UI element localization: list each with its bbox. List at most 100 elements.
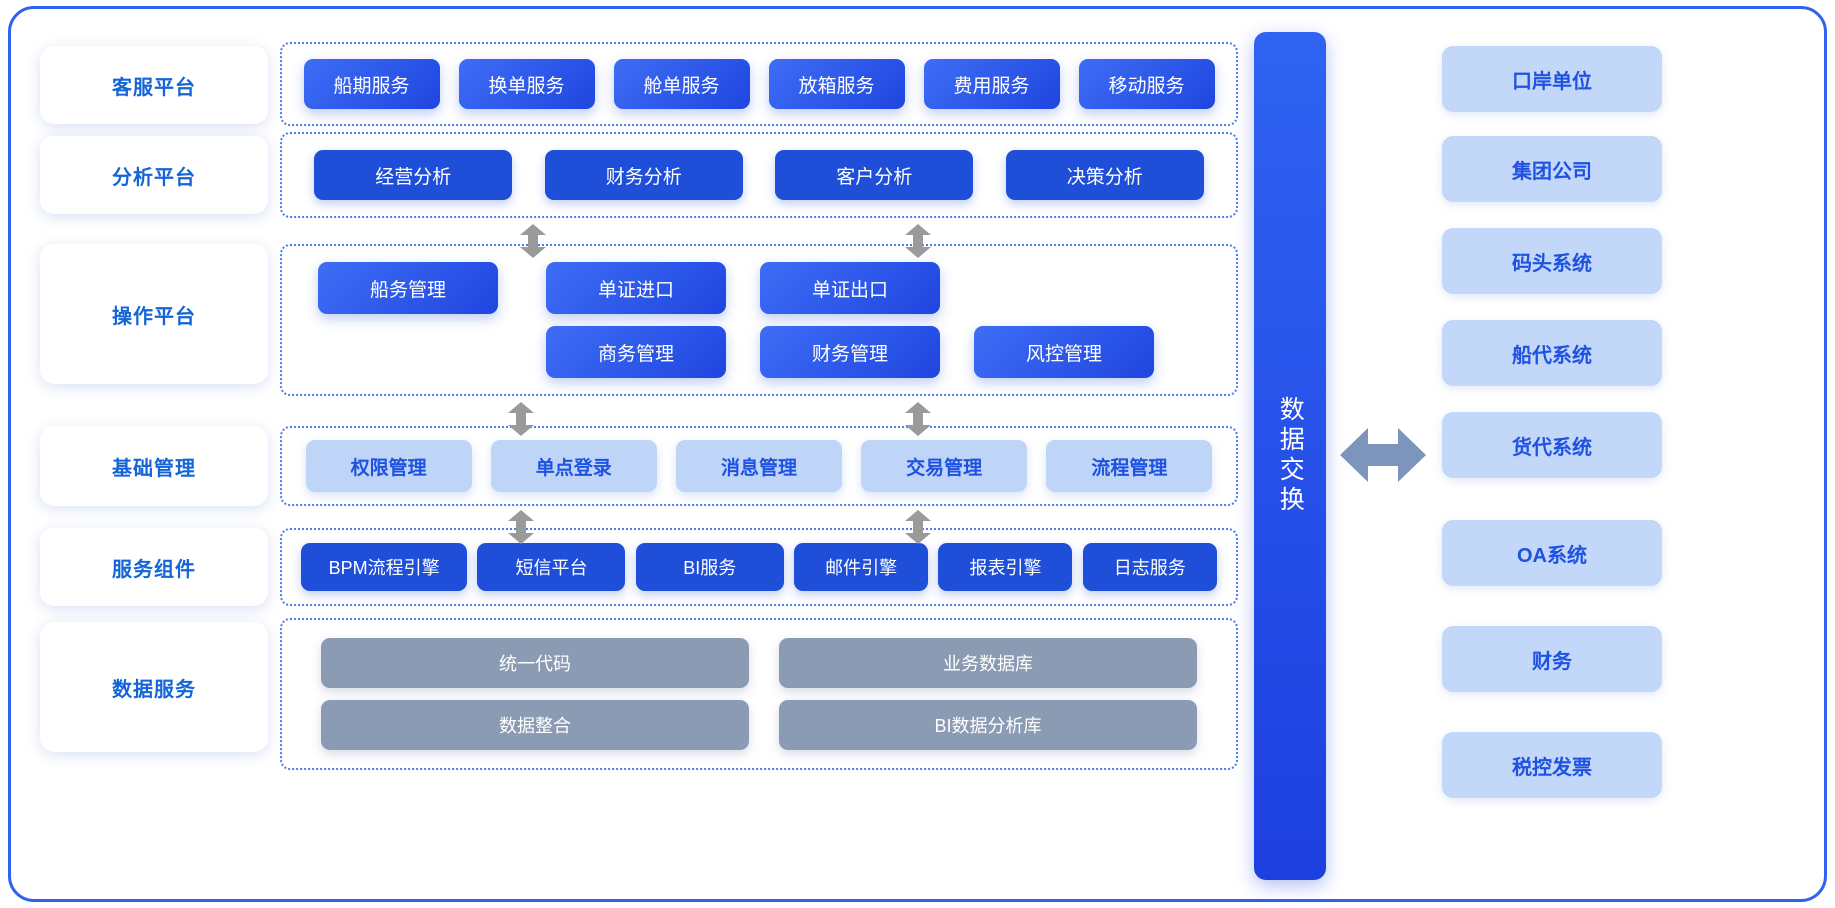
external-item-label: 货代系统	[1512, 436, 1592, 459]
group-analysis-platform: 经营分析 财务分析 客户分析 决策分析	[280, 132, 1238, 218]
external-item-label: 税控发票	[1512, 756, 1592, 779]
chip-label: 邮件引擎	[825, 558, 898, 578]
chip-label: 单点登录	[535, 457, 612, 479]
external-item-label: 口岸单位	[1512, 70, 1592, 93]
chip-data-1[interactable]: 业务数据库	[779, 638, 1197, 688]
external-item-freight-forwarder-system[interactable]: 货代系统	[1442, 412, 1662, 478]
chip-analysis-1[interactable]: 财务分析	[544, 150, 743, 200]
chip-label: 财务分析	[605, 166, 682, 188]
chip-data-0[interactable]: 统一代码	[321, 638, 749, 688]
chip-label: 短信平台	[515, 558, 588, 578]
external-item-finance[interactable]: 财务	[1442, 626, 1662, 692]
sidebar-item-operation-platform[interactable]: 操作平台	[40, 244, 268, 384]
sidebar-item-label: 客服平台	[112, 76, 196, 99]
chip-service-3[interactable]: 放箱服务	[768, 59, 905, 109]
sidebar-item-service-platform[interactable]: 客服平台	[40, 46, 268, 124]
chip-basic-3[interactable]: 交易管理	[861, 440, 1028, 492]
platform-stack: 船期服务 换单服务 舱单服务 放箱服务 费用服务	[280, 32, 1238, 880]
group-service-platform: 船期服务 换单服务 舱单服务 放箱服务 费用服务	[280, 42, 1238, 126]
chip-label: 报表引擎	[969, 558, 1042, 578]
chip-service-2[interactable]: 舱单服务	[613, 59, 750, 109]
connector-arrow-vertical	[905, 402, 931, 436]
chip-basic-2[interactable]: 消息管理	[675, 440, 842, 492]
external-item-tax-invoice[interactable]: 税控发票	[1442, 732, 1662, 798]
chip-label: 单证进口	[597, 279, 674, 301]
chip-label: 日志服务	[1113, 558, 1186, 578]
chip-basic-4[interactable]: 流程管理	[1046, 440, 1213, 492]
chip-operation-3[interactable]: 商务管理	[546, 326, 726, 378]
group-service-components: BPM流程引擎 短信平台 BI服务 邮件引擎 报表引擎	[280, 528, 1238, 606]
chip-component-4[interactable]: 报表引擎	[938, 543, 1073, 591]
external-item-terminal-system[interactable]: 码头系统	[1442, 228, 1662, 294]
chip-label: 船期服务	[333, 75, 410, 97]
data-exchange-bar[interactable]: 数据交换	[1254, 32, 1326, 880]
chip-service-5[interactable]: 移动服务	[1078, 59, 1215, 109]
chip-operation-2[interactable]: 单证出口	[760, 262, 940, 314]
sidebar-item-label: 服务组件	[112, 558, 196, 581]
chip-label: 权限管理	[350, 457, 427, 479]
chip-label: BPM流程引擎	[328, 558, 440, 578]
external-item-port-authority[interactable]: 口岸单位	[1442, 46, 1662, 112]
chip-data-3[interactable]: BI数据分析库	[779, 700, 1197, 750]
chip-label: 经营分析	[375, 166, 452, 188]
chip-label: BI数据分析库	[934, 716, 1042, 736]
connector-arrow-vertical	[905, 510, 931, 544]
sidebar-item-service-components[interactable]: 服务组件	[40, 528, 268, 606]
chip-analysis-2[interactable]: 客户分析	[775, 150, 974, 200]
chip-operation-1[interactable]: 单证进口	[546, 262, 726, 314]
sidebar-item-data-services[interactable]: 数据服务	[40, 622, 268, 752]
chip-operation-4[interactable]: 财务管理	[760, 326, 940, 378]
external-item-label: 财务	[1532, 650, 1572, 673]
external-item-oa-system[interactable]: OA系统	[1442, 520, 1662, 586]
chip-basic-0[interactable]: 权限管理	[305, 440, 472, 492]
chip-analysis-3[interactable]: 决策分析	[1005, 150, 1204, 200]
chip-component-5[interactable]: 日志服务	[1082, 543, 1217, 591]
chip-component-2[interactable]: BI服务	[635, 543, 784, 591]
sidebar-item-label: 基础管理	[112, 457, 196, 480]
chip-component-0[interactable]: BPM流程引擎	[301, 543, 468, 591]
group-basic-management: 权限管理 单点登录 消息管理 交易管理 流程管理	[280, 426, 1238, 506]
chip-label: 客户分析	[836, 166, 913, 188]
external-item-shipping-agency-system[interactable]: 船代系统	[1442, 320, 1662, 386]
chip-label: 单证出口	[811, 279, 888, 301]
chip-data-2[interactable]: 数据整合	[321, 700, 749, 750]
chip-analysis-0[interactable]: 经营分析	[314, 150, 513, 200]
chip-service-0[interactable]: 船期服务	[303, 59, 440, 109]
chip-label: 风控管理	[1025, 343, 1102, 365]
data-exchange-label: 数据交换	[1276, 396, 1305, 516]
chip-label: 数据整合	[499, 716, 571, 736]
chip-service-1[interactable]: 换单服务	[458, 59, 595, 109]
external-item-label: OA系统	[1517, 544, 1587, 567]
chip-operation-5[interactable]: 风控管理	[974, 326, 1154, 378]
chip-label: 业务数据库	[943, 654, 1033, 674]
group-data-services: 统一代码 业务数据库 数据整合 BI数据分析库	[280, 618, 1238, 770]
chip-label: 移动服务	[1108, 75, 1185, 97]
chip-label: 统一代码	[499, 654, 571, 674]
external-item-group-company[interactable]: 集团公司	[1442, 136, 1662, 202]
chip-label: 交易管理	[906, 457, 983, 479]
chip-component-3[interactable]: 邮件引擎	[794, 543, 929, 591]
sidebar-item-label: 数据服务	[112, 678, 196, 701]
connector-arrow-vertical	[508, 402, 534, 436]
chip-component-1[interactable]: 短信平台	[477, 543, 626, 591]
chip-label: 流程管理	[1091, 457, 1168, 479]
sidebar-item-basic-management[interactable]: 基础管理	[40, 426, 268, 506]
chip-service-4[interactable]: 费用服务	[923, 59, 1060, 109]
chip-label: 财务管理	[811, 343, 888, 365]
stage-label-column: 客服平台 分析平台 操作平台 基础管理 服务组件 数据服务	[40, 32, 268, 880]
chip-basic-1[interactable]: 单点登录	[490, 440, 657, 492]
external-item-label: 船代系统	[1512, 344, 1592, 367]
sidebar-item-label: 操作平台	[112, 305, 196, 328]
external-item-label: 集团公司	[1512, 160, 1592, 183]
chip-label: 决策分析	[1066, 166, 1143, 188]
connector-arrow-vertical	[905, 224, 931, 258]
sidebar-item-analysis-platform[interactable]: 分析平台	[40, 136, 268, 214]
chip-operation-0[interactable]: 船务管理	[318, 262, 498, 314]
chip-label: 消息管理	[720, 457, 797, 479]
chip-label: 舱单服务	[643, 75, 720, 97]
external-systems-column: 口岸单位 集团公司 码头系统 船代系统 货代系统 OA系统 财务 税控发票	[1442, 32, 1662, 880]
chip-label: 费用服务	[953, 75, 1030, 97]
external-item-label: 码头系统	[1512, 252, 1592, 275]
connector-arrow-vertical	[508, 510, 534, 544]
